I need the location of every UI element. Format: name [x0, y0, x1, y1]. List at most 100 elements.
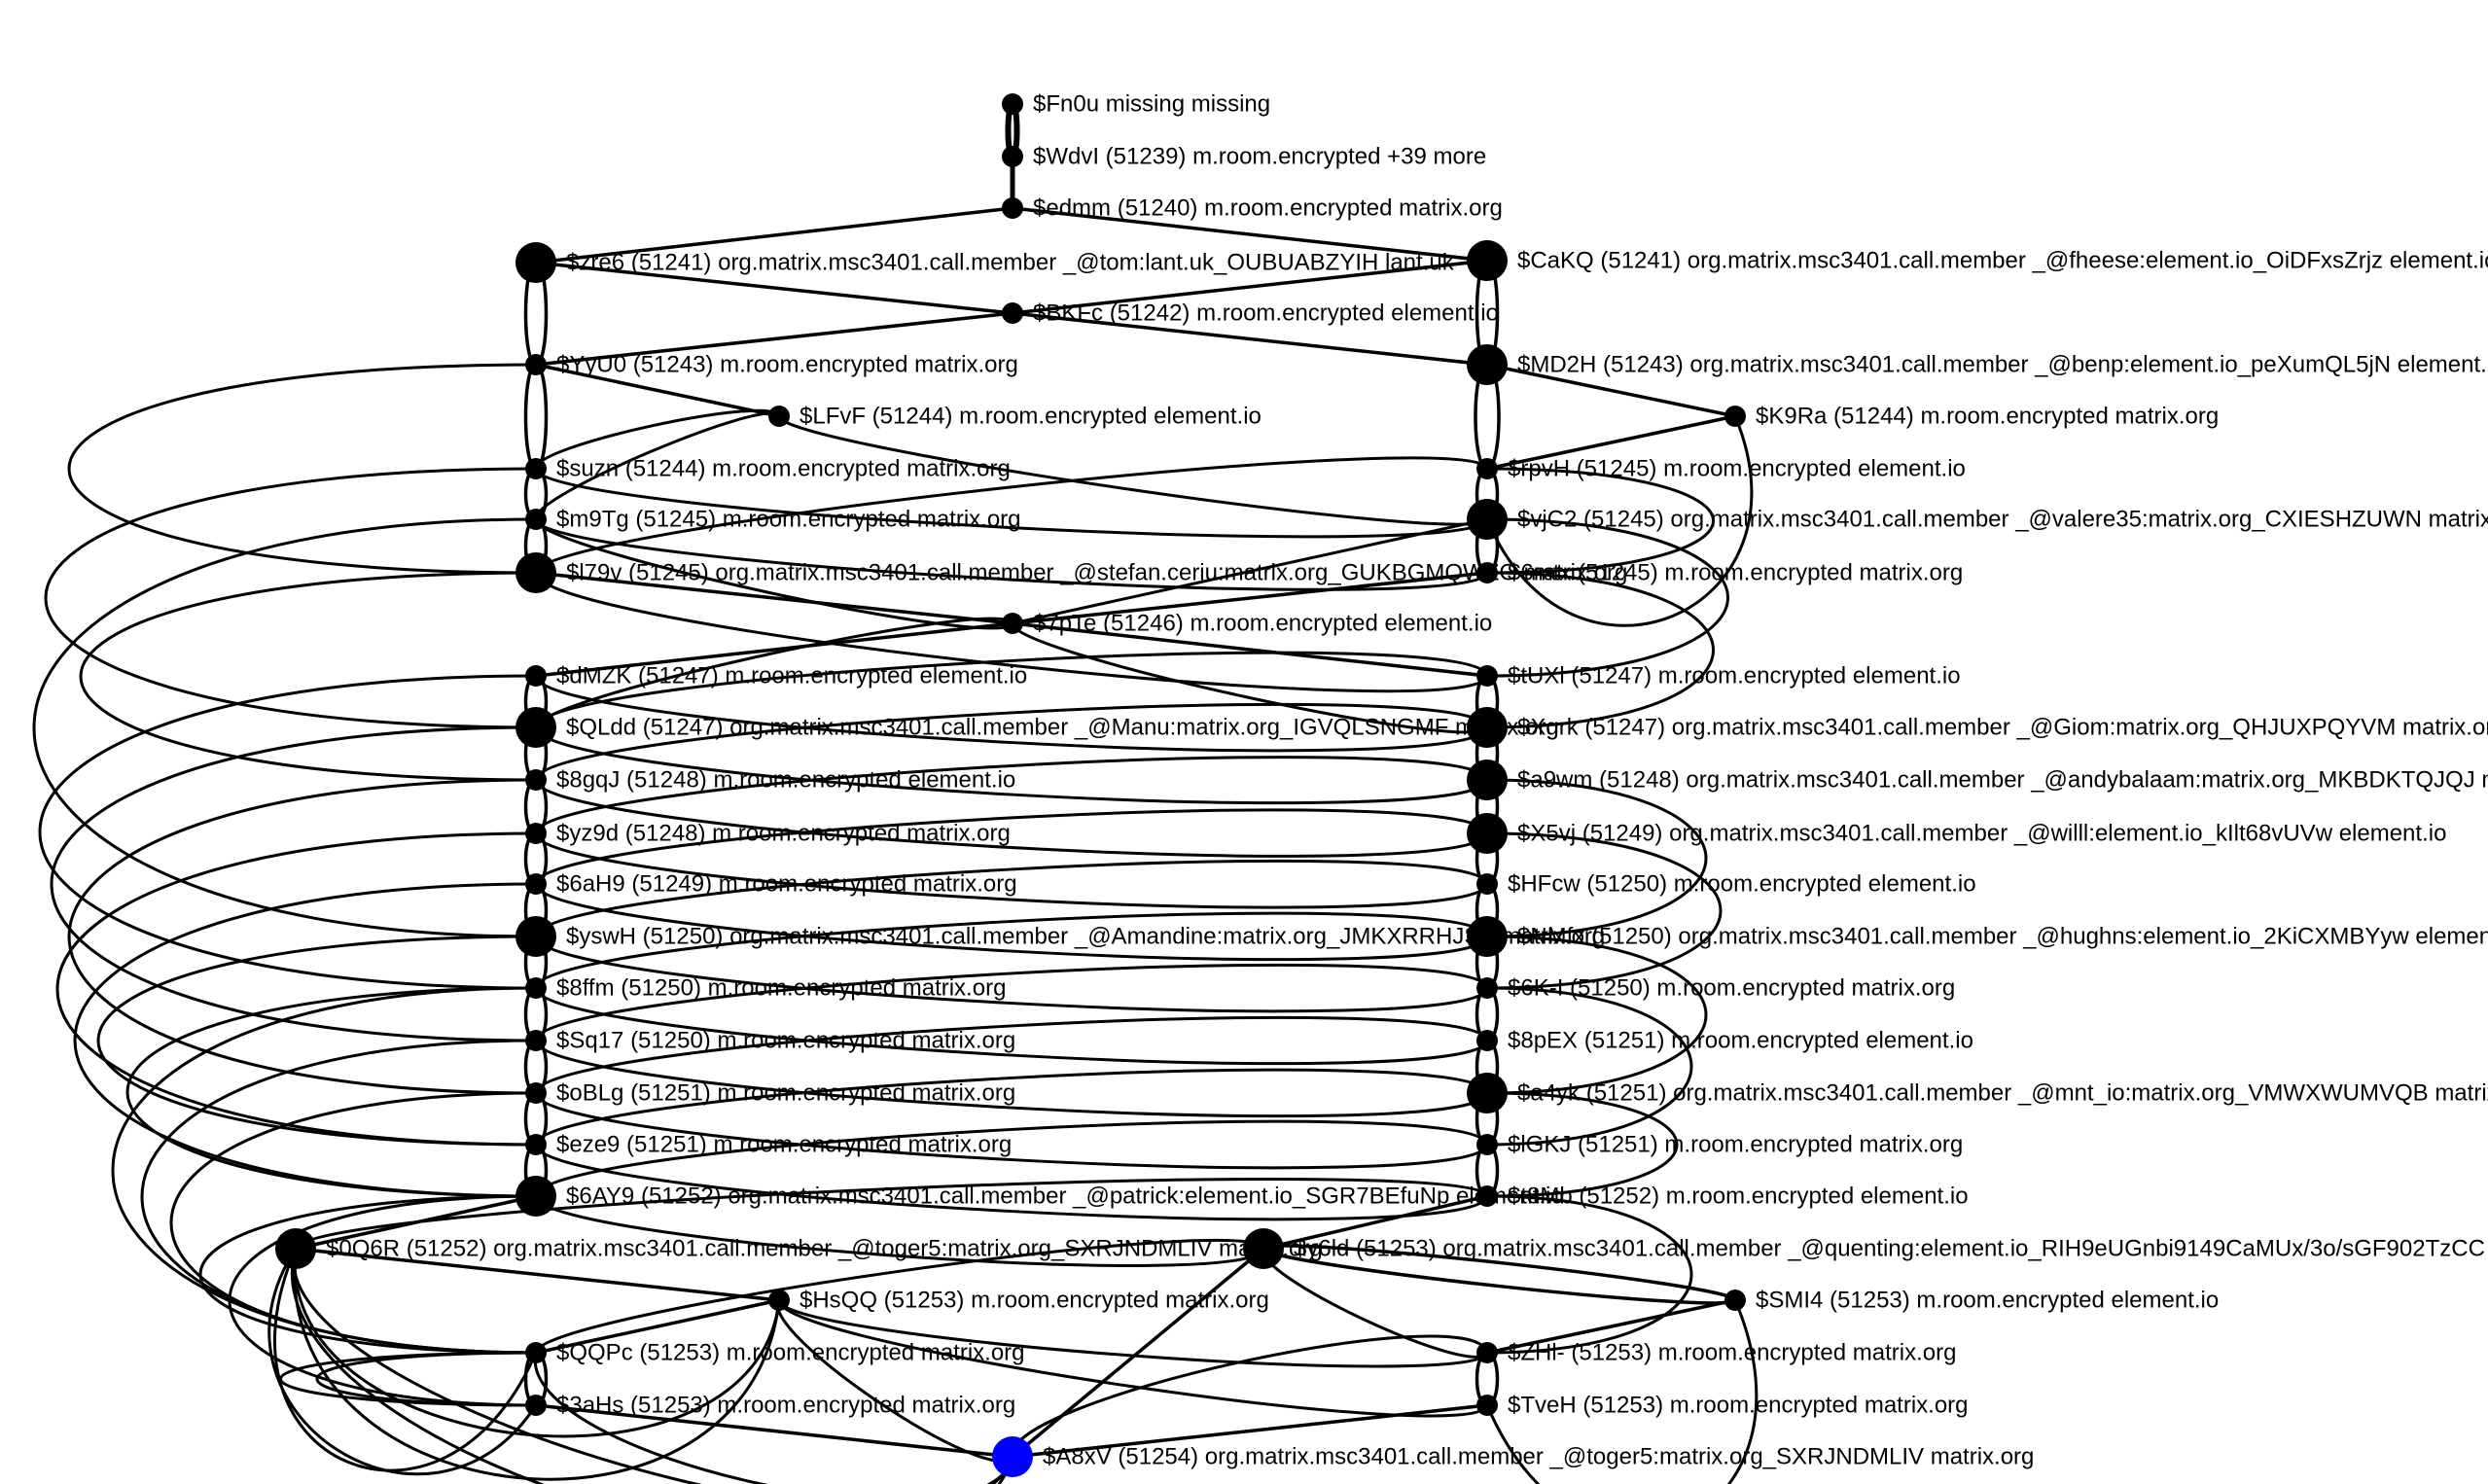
event-node[interactable]: [1476, 458, 1498, 479]
event-node[interactable]: [1467, 707, 1508, 748]
event-node[interactable]: [1476, 665, 1498, 687]
dag-edge: [32, 517, 538, 938]
dag-edge: [1485, 778, 1708, 938]
event-node[interactable]: [525, 1134, 547, 1155]
dag-edge: [534, 756, 1489, 835]
dag-edge: [534, 778, 1489, 858]
event-node[interactable]: [1476, 1185, 1498, 1207]
event-label: $oBLg (51251) m.room.encrypted matrix.or…: [556, 1080, 1015, 1107]
event-node[interactable]: [768, 1290, 790, 1311]
event-node[interactable]: [1467, 760, 1508, 800]
event-label: $NMfx (51250) org.matrix.msc3401.call.me…: [1517, 924, 2488, 950]
event-node[interactable]: [525, 1395, 547, 1416]
event-node[interactable]: [525, 509, 547, 530]
event-node[interactable]: [1002, 302, 1023, 324]
dag-edge: [534, 911, 1489, 990]
dag-edge: [534, 831, 1489, 909]
event-node[interactable]: [1467, 1073, 1508, 1113]
event-node[interactable]: [1476, 562, 1498, 583]
event-node[interactable]: [1467, 813, 1508, 854]
dag-edge: [55, 831, 538, 1147]
dag-edge: [1011, 1247, 1265, 1459]
dag-edge: [1011, 259, 1489, 315]
event-node[interactable]: [1476, 1342, 1498, 1363]
event-label: $dMZK (51247) m.room.encrypted element.i…: [556, 663, 1027, 689]
event-node[interactable]: [1476, 1030, 1498, 1051]
event-node[interactable]: [768, 406, 790, 427]
event-node[interactable]: [515, 242, 556, 283]
event-node[interactable]: [1467, 240, 1508, 281]
event-label: $Xgrk (51247) org.matrix.msc3401.call.me…: [1517, 715, 2488, 741]
event-node[interactable]: [992, 1436, 1033, 1477]
event-label: $3aHs (51253) m.room.encrypted matrix.or…: [556, 1393, 1015, 1419]
event-node[interactable]: [525, 873, 547, 895]
event-node[interactable]: [1002, 613, 1023, 634]
event-node[interactable]: [515, 552, 556, 593]
event-node[interactable]: [1724, 1290, 1746, 1311]
event-label: $8ffm (51250) m.room.encrypted matrix.or…: [556, 975, 1006, 1002]
event-label: $rpvH (51245) m.room.encrypted element.i…: [1508, 456, 1966, 482]
event-label: $m9Tg (51245) m.room.encrypted matrix.or…: [556, 507, 1021, 533]
dag-edge: [1011, 1403, 1489, 1459]
event-node[interactable]: [525, 769, 547, 791]
event-node[interactable]: [1243, 1228, 1284, 1269]
dag-edge: [534, 702, 1489, 782]
dag-edge: [198, 1194, 538, 1355]
event-node[interactable]: [525, 1030, 547, 1051]
dag-edge: [1485, 414, 1754, 627]
dag-edge: [534, 963, 1489, 1042]
event-node[interactable]: [1002, 197, 1023, 219]
event-label: $SMI4 (51253) m.room.encrypted element.i…: [1756, 1288, 2219, 1314]
event-node[interactable]: [1002, 146, 1023, 167]
event-label: $0Q6R (51252) org.matrix.msc3401.call.me…: [326, 1236, 1323, 1262]
event-node[interactable]: [1476, 1395, 1498, 1416]
dag-edge: [293, 1247, 781, 1481]
dag-edge: [534, 571, 1014, 625]
event-label: $Fn0u missing missing: [1033, 91, 1270, 118]
event-node[interactable]: [275, 1228, 316, 1269]
dag-edge: [534, 935, 1489, 1013]
event-label: $a4yk (51251) org.matrix.msc3401.call.me…: [1517, 1080, 2488, 1107]
event-node[interactable]: [515, 916, 556, 957]
event-node[interactable]: [1476, 977, 1498, 999]
dag-edge: [1485, 1194, 1693, 1355]
dag-edge: [1485, 1091, 1679, 1198]
event-label: $A8xV (51254) org.matrix.msc3401.call.me…: [1043, 1444, 2034, 1470]
dag-edge: [534, 859, 1489, 938]
dag-edge: [1262, 1244, 1737, 1302]
event-node[interactable]: [525, 977, 547, 999]
event-node[interactable]: [525, 665, 547, 687]
dag-edge: [534, 411, 781, 521]
event-node[interactable]: [525, 1082, 547, 1104]
dag-edge: [96, 935, 538, 1147]
dag-edge: [534, 206, 1014, 265]
event-node[interactable]: [1467, 916, 1508, 957]
event-node[interactable]: [1467, 499, 1508, 540]
event-node[interactable]: [1476, 1134, 1498, 1155]
event-node[interactable]: [525, 354, 547, 375]
dag-edge: [523, 363, 538, 471]
dag-edge: [534, 261, 1014, 315]
dag-edge: [534, 363, 549, 471]
event-node[interactable]: [525, 458, 547, 479]
event-node[interactable]: [515, 707, 556, 748]
event-node[interactable]: [1724, 406, 1746, 427]
event-label: $HsQQ (51253) m.room.encrypted matrix.or…: [800, 1288, 1269, 1314]
event-node[interactable]: [525, 1342, 547, 1363]
event-node[interactable]: [1002, 93, 1023, 115]
dag-edge: [534, 651, 1489, 729]
dag-edge: [1485, 571, 1715, 729]
event-node[interactable]: [515, 1176, 556, 1217]
dag-edge: [1485, 467, 1715, 575]
event-node[interactable]: [1467, 344, 1508, 385]
event-node[interactable]: [1476, 873, 1498, 895]
event-label: $vjC2 (51245) org.matrix.msc3401.call.me…: [1517, 507, 2488, 533]
dag-edge: [294, 1178, 1489, 1251]
dag-edge: [534, 808, 1489, 886]
event-label: $yz9d (51248) m.room.encrypted matrix.or…: [556, 821, 1011, 847]
event-node[interactable]: [525, 823, 547, 844]
dag-edge: [1485, 517, 1729, 678]
event-label: $HFcw (51250) m.room.encrypted element.i…: [1508, 871, 1976, 898]
